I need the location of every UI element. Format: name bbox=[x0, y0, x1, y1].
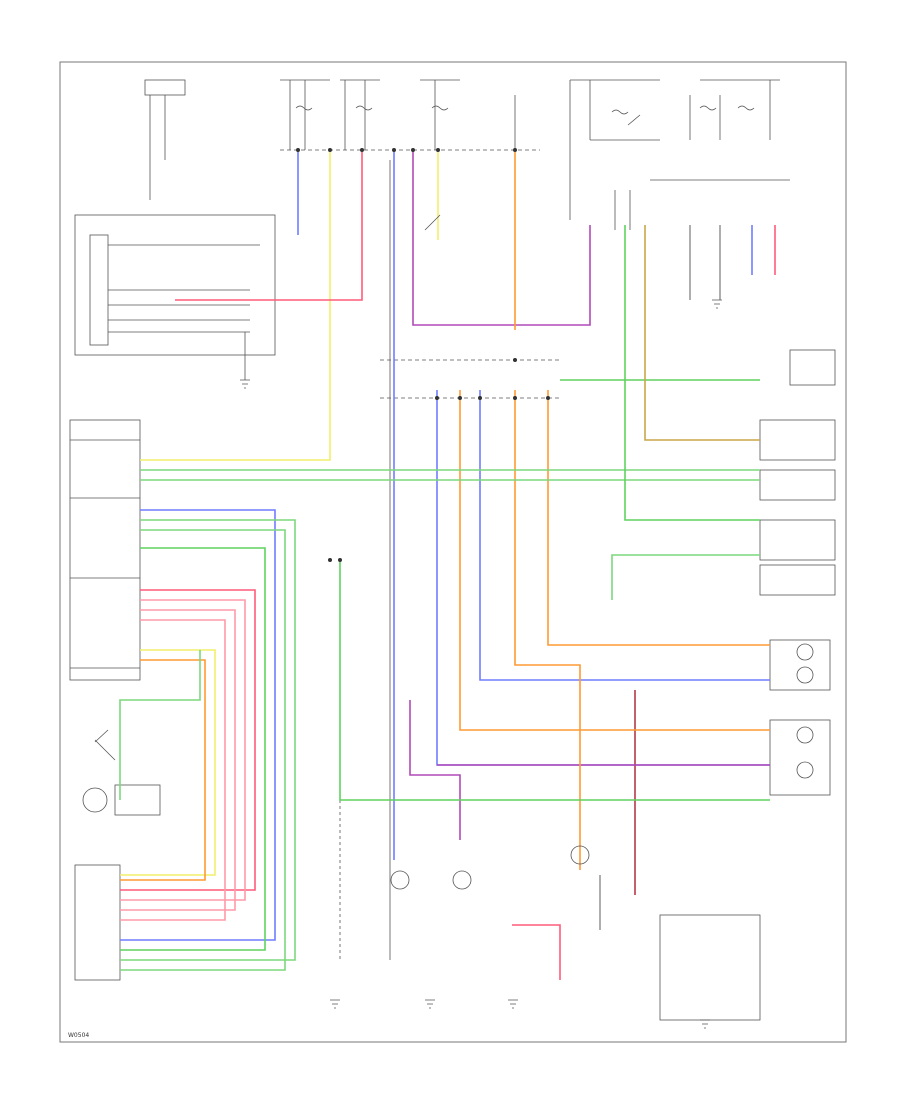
wires bbox=[119, 150, 776, 980]
connector-bus bbox=[339, 160, 560, 960]
page-code: W0504 bbox=[68, 1032, 89, 1039]
right-modules bbox=[659, 349, 836, 1021]
combination-switch-box bbox=[74, 214, 276, 380]
combination-meter-box bbox=[74, 739, 161, 981]
connector-icon bbox=[296, 148, 550, 562]
lamp-icon bbox=[390, 845, 590, 890]
fuse-icon bbox=[295, 105, 755, 115]
ground-icon bbox=[240, 299, 722, 1029]
fuse-block-top bbox=[144, 79, 790, 230]
diagram-border bbox=[59, 61, 847, 1043]
body-control-module-box bbox=[69, 419, 141, 681]
switch-icon bbox=[94, 114, 641, 743]
